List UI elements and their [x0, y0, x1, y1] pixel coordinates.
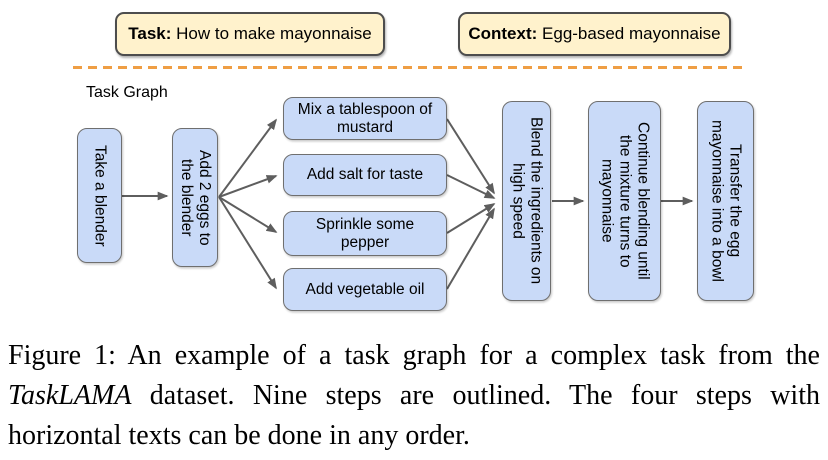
edge-add-eggs-to-add-oil: [218, 196, 277, 290]
edge-sprinkle-pepper-to-blend: [446, 203, 496, 234]
task-box-text: How to make mayonnaise: [171, 24, 372, 43]
caption-suffix: dataset. Nine steps are outlined. The fo…: [8, 379, 820, 451]
edge-mix-mustard-to-blend: [446, 118, 495, 195]
node-add-vegetable-oil: Add vegetable oil: [283, 268, 447, 311]
edge-add-oil-to-blend: [446, 207, 495, 290]
edge-add-eggs-to-add-salt: [218, 175, 278, 198]
context-box: Context: Egg-based mayonnaise: [458, 12, 731, 56]
task-graph-label: Task Graph: [86, 84, 168, 101]
caption-prefix: Figure 1: An example of a task graph for…: [8, 340, 820, 371]
node-blend-high-speed: Blend the ingredients on high speed: [502, 101, 551, 301]
task-box-label: Task:: [128, 24, 172, 43]
task-box: Task: How to make mayonnaise: [115, 12, 385, 56]
node-add-2-eggs: Add 2 eggs to the blender: [172, 128, 218, 267]
figure-caption: Figure 1: An example of a task graph for…: [8, 336, 820, 455]
edge-add-salt-to-blend: [446, 174, 496, 199]
node-continue-blending: Continue blending until the mixture turn…: [588, 101, 661, 301]
node-sprinkle-pepper: Sprinkle some pepper: [283, 211, 447, 256]
caption-dataset-name: TaskLAMA: [8, 379, 132, 411]
edge-add-eggs-to-mix-mustard: [218, 118, 277, 198]
edge-add-eggs-to-sprinkle-pepper: [218, 196, 278, 233]
node-mix-mustard: Mix a tablespoon of mustard: [283, 97, 447, 140]
divider-dashed-line: [73, 66, 748, 69]
context-box-label: Context:: [468, 24, 538, 43]
node-add-salt: Add salt for taste: [283, 154, 447, 196]
context-box-text: Egg-based mayonnaise: [537, 24, 721, 43]
node-take-a-blender: Take a blender: [77, 128, 122, 263]
node-transfer-to-bowl: Transfer the egg mayonnaise into a bowl: [697, 101, 754, 301]
